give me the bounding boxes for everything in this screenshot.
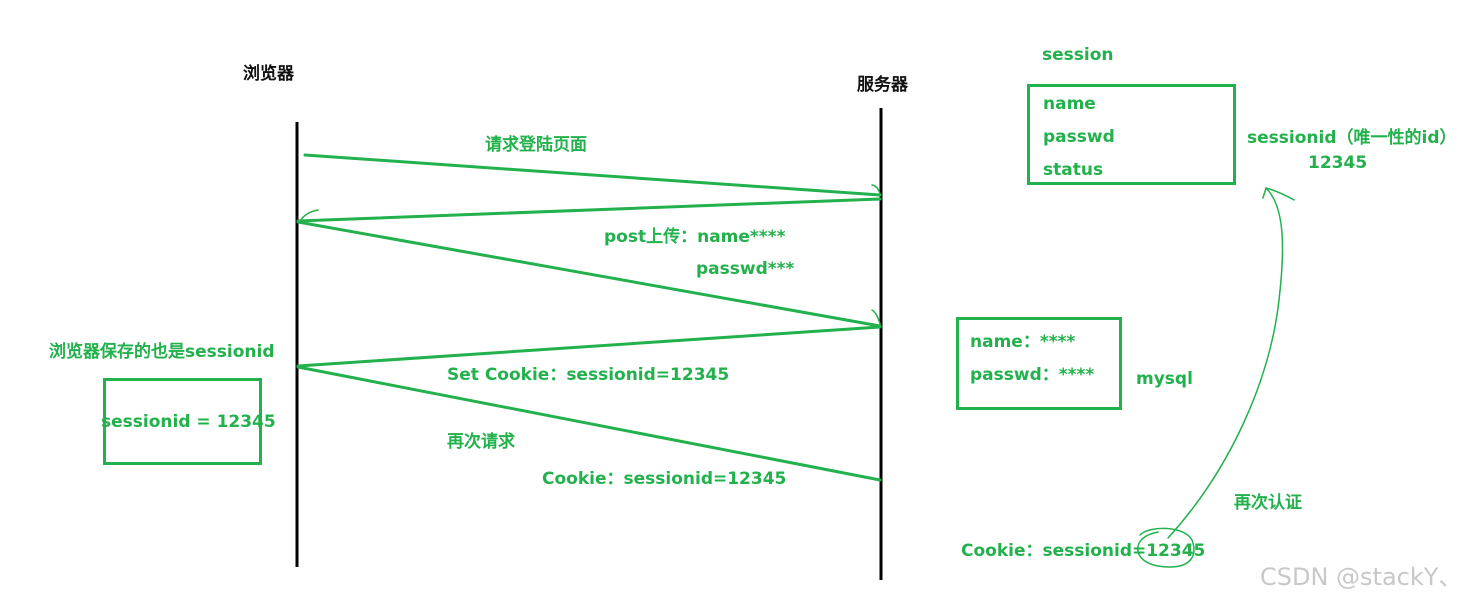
msg-request-login xyxy=(303,153,882,197)
msg-post-upload-label: post上传：name**** xyxy=(604,227,786,247)
mysql-name-row: name：**** xyxy=(970,332,1076,352)
browser-label: 浏览器 xyxy=(243,64,294,84)
msg-request-login-label: 请求登陆页面 xyxy=(485,135,587,155)
msg-post-passwd-label: passwd*** xyxy=(696,259,795,279)
msg-request-again xyxy=(296,365,882,482)
browser-cookie-value: sessionid = 12345 xyxy=(101,412,276,432)
mysql-passwd-row: passwd：**** xyxy=(970,365,1095,385)
arrowhead-2 xyxy=(299,209,319,222)
server-label: 服务器 xyxy=(857,75,908,95)
auth-arrow xyxy=(1167,187,1284,539)
arrowhead-1 xyxy=(871,184,881,195)
session-id-label: sessionid（唯一性的id） xyxy=(1247,128,1457,148)
session-field-status: status xyxy=(1043,160,1104,180)
cookie-value-circle xyxy=(1137,527,1195,568)
session-title: session xyxy=(1042,45,1114,65)
mysql-label: mysql xyxy=(1136,369,1193,389)
auth-label: 再次认证 xyxy=(1234,493,1302,513)
msg-post-upload xyxy=(296,220,882,328)
msg-request-again-label: 再次请求 xyxy=(447,432,515,452)
arrowhead-3 xyxy=(871,309,881,325)
msg-login-page-return xyxy=(296,197,882,223)
csdn-watermark: CSDN @stackY、 xyxy=(1260,563,1463,591)
msg-set-cookie xyxy=(296,325,882,368)
session-field-name: name xyxy=(1043,94,1096,114)
mysql-box xyxy=(956,317,1122,410)
session-box xyxy=(1027,84,1236,185)
session-id-value: 12345 xyxy=(1308,153,1368,173)
msg-set-cookie-label: Set Cookie：sessionid=12345 xyxy=(447,365,730,385)
browser-cookie-box xyxy=(103,378,262,465)
auth-arrowhead xyxy=(1262,187,1295,201)
msg-cookie-sent-label: Cookie：sessionid=12345 xyxy=(542,469,787,489)
browser-store-label: 浏览器保存的也是sessionid xyxy=(49,342,275,362)
auth-cookie-label: Cookie：sessionid=12345 xyxy=(961,541,1206,561)
session-field-passwd: passwd xyxy=(1043,127,1115,147)
